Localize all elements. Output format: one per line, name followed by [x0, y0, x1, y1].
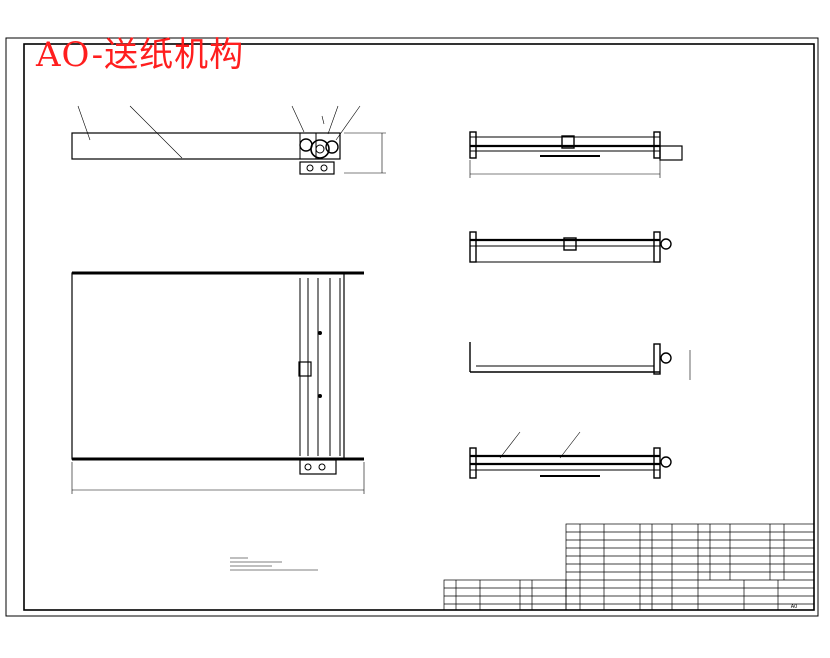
inner-frame	[23, 43, 815, 611]
right-view-4	[469, 431, 672, 479]
outer-frame	[5, 37, 819, 617]
bill-of-materials	[443, 523, 815, 611]
front-view-left	[71, 105, 386, 175]
right-view-1	[469, 131, 683, 178]
right-view-3	[469, 342, 691, 380]
right-view-2	[469, 231, 672, 263]
drawing-title: AO-送纸机构	[36, 35, 245, 75]
plan-view-left	[71, 271, 365, 494]
sheet-size-label: A0	[791, 604, 798, 610]
technical-notes	[230, 557, 318, 571]
